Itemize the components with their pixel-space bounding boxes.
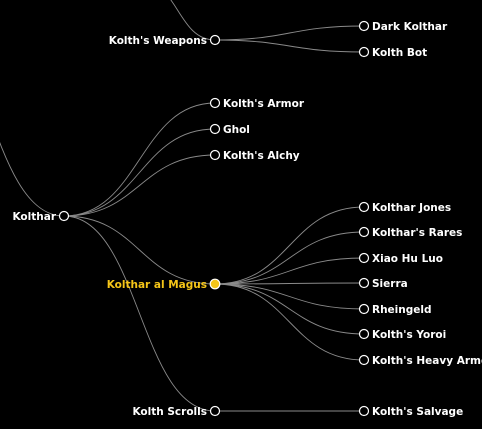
node-label-xiao-hu-luo[interactable]: Xiao Hu Luo bbox=[372, 253, 443, 265]
tree-link-kolthar-to-kolth-s-armor bbox=[63, 102, 216, 217]
tree-node-rheingeld[interactable]: Rheingeld bbox=[358, 303, 432, 316]
tree-node-kolth-bot[interactable]: Kolth Bot bbox=[358, 46, 428, 59]
node-circle-kolthar-s-rares[interactable] bbox=[358, 226, 370, 238]
tree-node-sierra[interactable]: Sierra bbox=[358, 277, 408, 290]
node-circle-kolth-s-yoroi[interactable] bbox=[358, 328, 370, 340]
node-circle-kolth-bot[interactable] bbox=[358, 46, 370, 58]
node-circle-kolth-s-armor[interactable] bbox=[209, 97, 221, 109]
tree-node-kolth-s-yoroi[interactable]: Kolth's Yoroi bbox=[358, 328, 447, 341]
node-label-kolth-s-salvage[interactable]: Kolth's Salvage bbox=[372, 406, 463, 418]
tree-link-kolthar-al-magus-to-kolthar-s-rares bbox=[214, 231, 365, 285]
node-circle-sierra[interactable] bbox=[358, 277, 370, 289]
tree-link-kolthar-to-ghol bbox=[63, 128, 216, 217]
node-label-dark-kolthar[interactable]: Dark Kolthar bbox=[372, 21, 448, 33]
node-label-kolthar[interactable]: Kolthar bbox=[12, 211, 56, 223]
node-label-kolth-scrolls[interactable]: Kolth Scrolls bbox=[132, 406, 207, 418]
tree-link-to-kolth-s-weapons bbox=[170, 0, 216, 41]
tree-link-kolthar-al-magus-to-rheingeld bbox=[214, 283, 365, 310]
node-label-kolthar-jones[interactable]: Kolthar Jones bbox=[372, 202, 451, 214]
node-label-kolthar-al-magus[interactable]: Kolthar al Magus bbox=[107, 279, 207, 291]
tree-link-kolth-s-weapons-to-kolth-bot bbox=[214, 39, 365, 53]
node-label-kolth-s-heavy-armor[interactable]: Kolth's Heavy Armor bbox=[372, 355, 482, 367]
tree-node-kolthar[interactable]: Kolthar bbox=[12, 210, 70, 223]
node-circle-rheingeld[interactable] bbox=[358, 303, 370, 315]
node-label-kolthar-s-rares[interactable]: Kolthar's Rares bbox=[372, 227, 462, 239]
node-label-kolth-s-weapons[interactable]: Kolth's Weapons bbox=[109, 35, 207, 47]
node-label-ghol[interactable]: Ghol bbox=[223, 124, 250, 136]
tree-link-kolthar-al-magus-to-xiao-hu-luo bbox=[214, 257, 365, 285]
node-label-kolth-s-alchy[interactable]: Kolth's Alchy bbox=[223, 150, 300, 162]
node-circle-kolthar-jones[interactable] bbox=[358, 201, 370, 213]
node-circle-kolth-s-weapons[interactable] bbox=[209, 34, 221, 46]
node-circle-kolth-s-heavy-armor[interactable] bbox=[358, 354, 370, 366]
tree-link-kolthar-to-kolthar-al-magus bbox=[63, 215, 216, 285]
node-circle-kolthar-al-magus[interactable] bbox=[209, 278, 221, 290]
tree-link-kolthar-al-magus-to-kolth-s-yoroi bbox=[214, 283, 365, 335]
tree-node-kolth-scrolls[interactable]: Kolth Scrolls bbox=[132, 405, 221, 418]
tree-link-kolthar-al-magus-to-sierra bbox=[214, 282, 365, 285]
node-circle-kolth-s-salvage[interactable] bbox=[358, 405, 370, 417]
tree-node-kolth-s-weapons[interactable]: Kolth's Weapons bbox=[109, 34, 221, 47]
node-label-kolth-s-yoroi[interactable]: Kolth's Yoroi bbox=[372, 329, 446, 341]
node-circle-kolthar[interactable] bbox=[58, 210, 70, 222]
tree-node-dark-kolthar[interactable]: Dark Kolthar bbox=[358, 20, 448, 33]
tree-links bbox=[0, 0, 365, 412]
tree-node-ghol[interactable]: Ghol bbox=[209, 123, 250, 136]
tree-node-kolth-s-armor[interactable]: Kolth's Armor bbox=[209, 97, 305, 110]
tree-nodes: Kolthar Kolth's Weapons Dark KoltharKolth … bbox=[12, 20, 482, 418]
node-label-kolth-s-armor[interactable]: Kolth's Armor bbox=[223, 98, 305, 110]
tree-link-kolthar-al-magus-to-kolthar-jones bbox=[214, 206, 365, 285]
node-circle-xiao-hu-luo[interactable] bbox=[358, 252, 370, 264]
node-label-kolth-bot[interactable]: Kolth Bot bbox=[372, 47, 427, 59]
tree-node-kolthar-s-rares[interactable]: Kolthar's Rares bbox=[358, 226, 463, 239]
node-circle-kolth-scrolls[interactable] bbox=[209, 405, 221, 417]
tree-node-xiao-hu-luo[interactable]: Xiao Hu Luo bbox=[358, 252, 443, 265]
tree-link-kolthar-to-kolth-scrolls bbox=[63, 215, 216, 412]
tree-link-parent-to-kolthar bbox=[0, 141, 65, 217]
tree-link-kolth-s-weapons-to-dark-kolthar bbox=[214, 25, 365, 41]
node-circle-kolth-s-alchy[interactable] bbox=[209, 149, 221, 161]
tree-node-kolth-s-alchy[interactable]: Kolth's Alchy bbox=[209, 149, 300, 162]
tree-node-kolthar-jones[interactable]: Kolthar Jones bbox=[358, 201, 452, 214]
node-label-sierra[interactable]: Sierra bbox=[372, 278, 408, 290]
node-circle-ghol[interactable] bbox=[209, 123, 221, 135]
node-label-rheingeld[interactable]: Rheingeld bbox=[372, 304, 432, 316]
node-circle-dark-kolthar[interactable] bbox=[358, 20, 370, 32]
tree-link-kolthar-to-kolth-s-alchy bbox=[63, 154, 216, 217]
tree-node-kolth-s-salvage[interactable]: Kolth's Salvage bbox=[358, 405, 464, 418]
tree-node-kolth-s-heavy-armor[interactable]: Kolth's Heavy Armor bbox=[358, 354, 482, 367]
tree-link-kolthar-al-magus-to-kolth-s-heavy-armor bbox=[214, 283, 365, 361]
tree-node-kolthar-al-magus[interactable]: Kolthar al Magus bbox=[107, 278, 221, 291]
